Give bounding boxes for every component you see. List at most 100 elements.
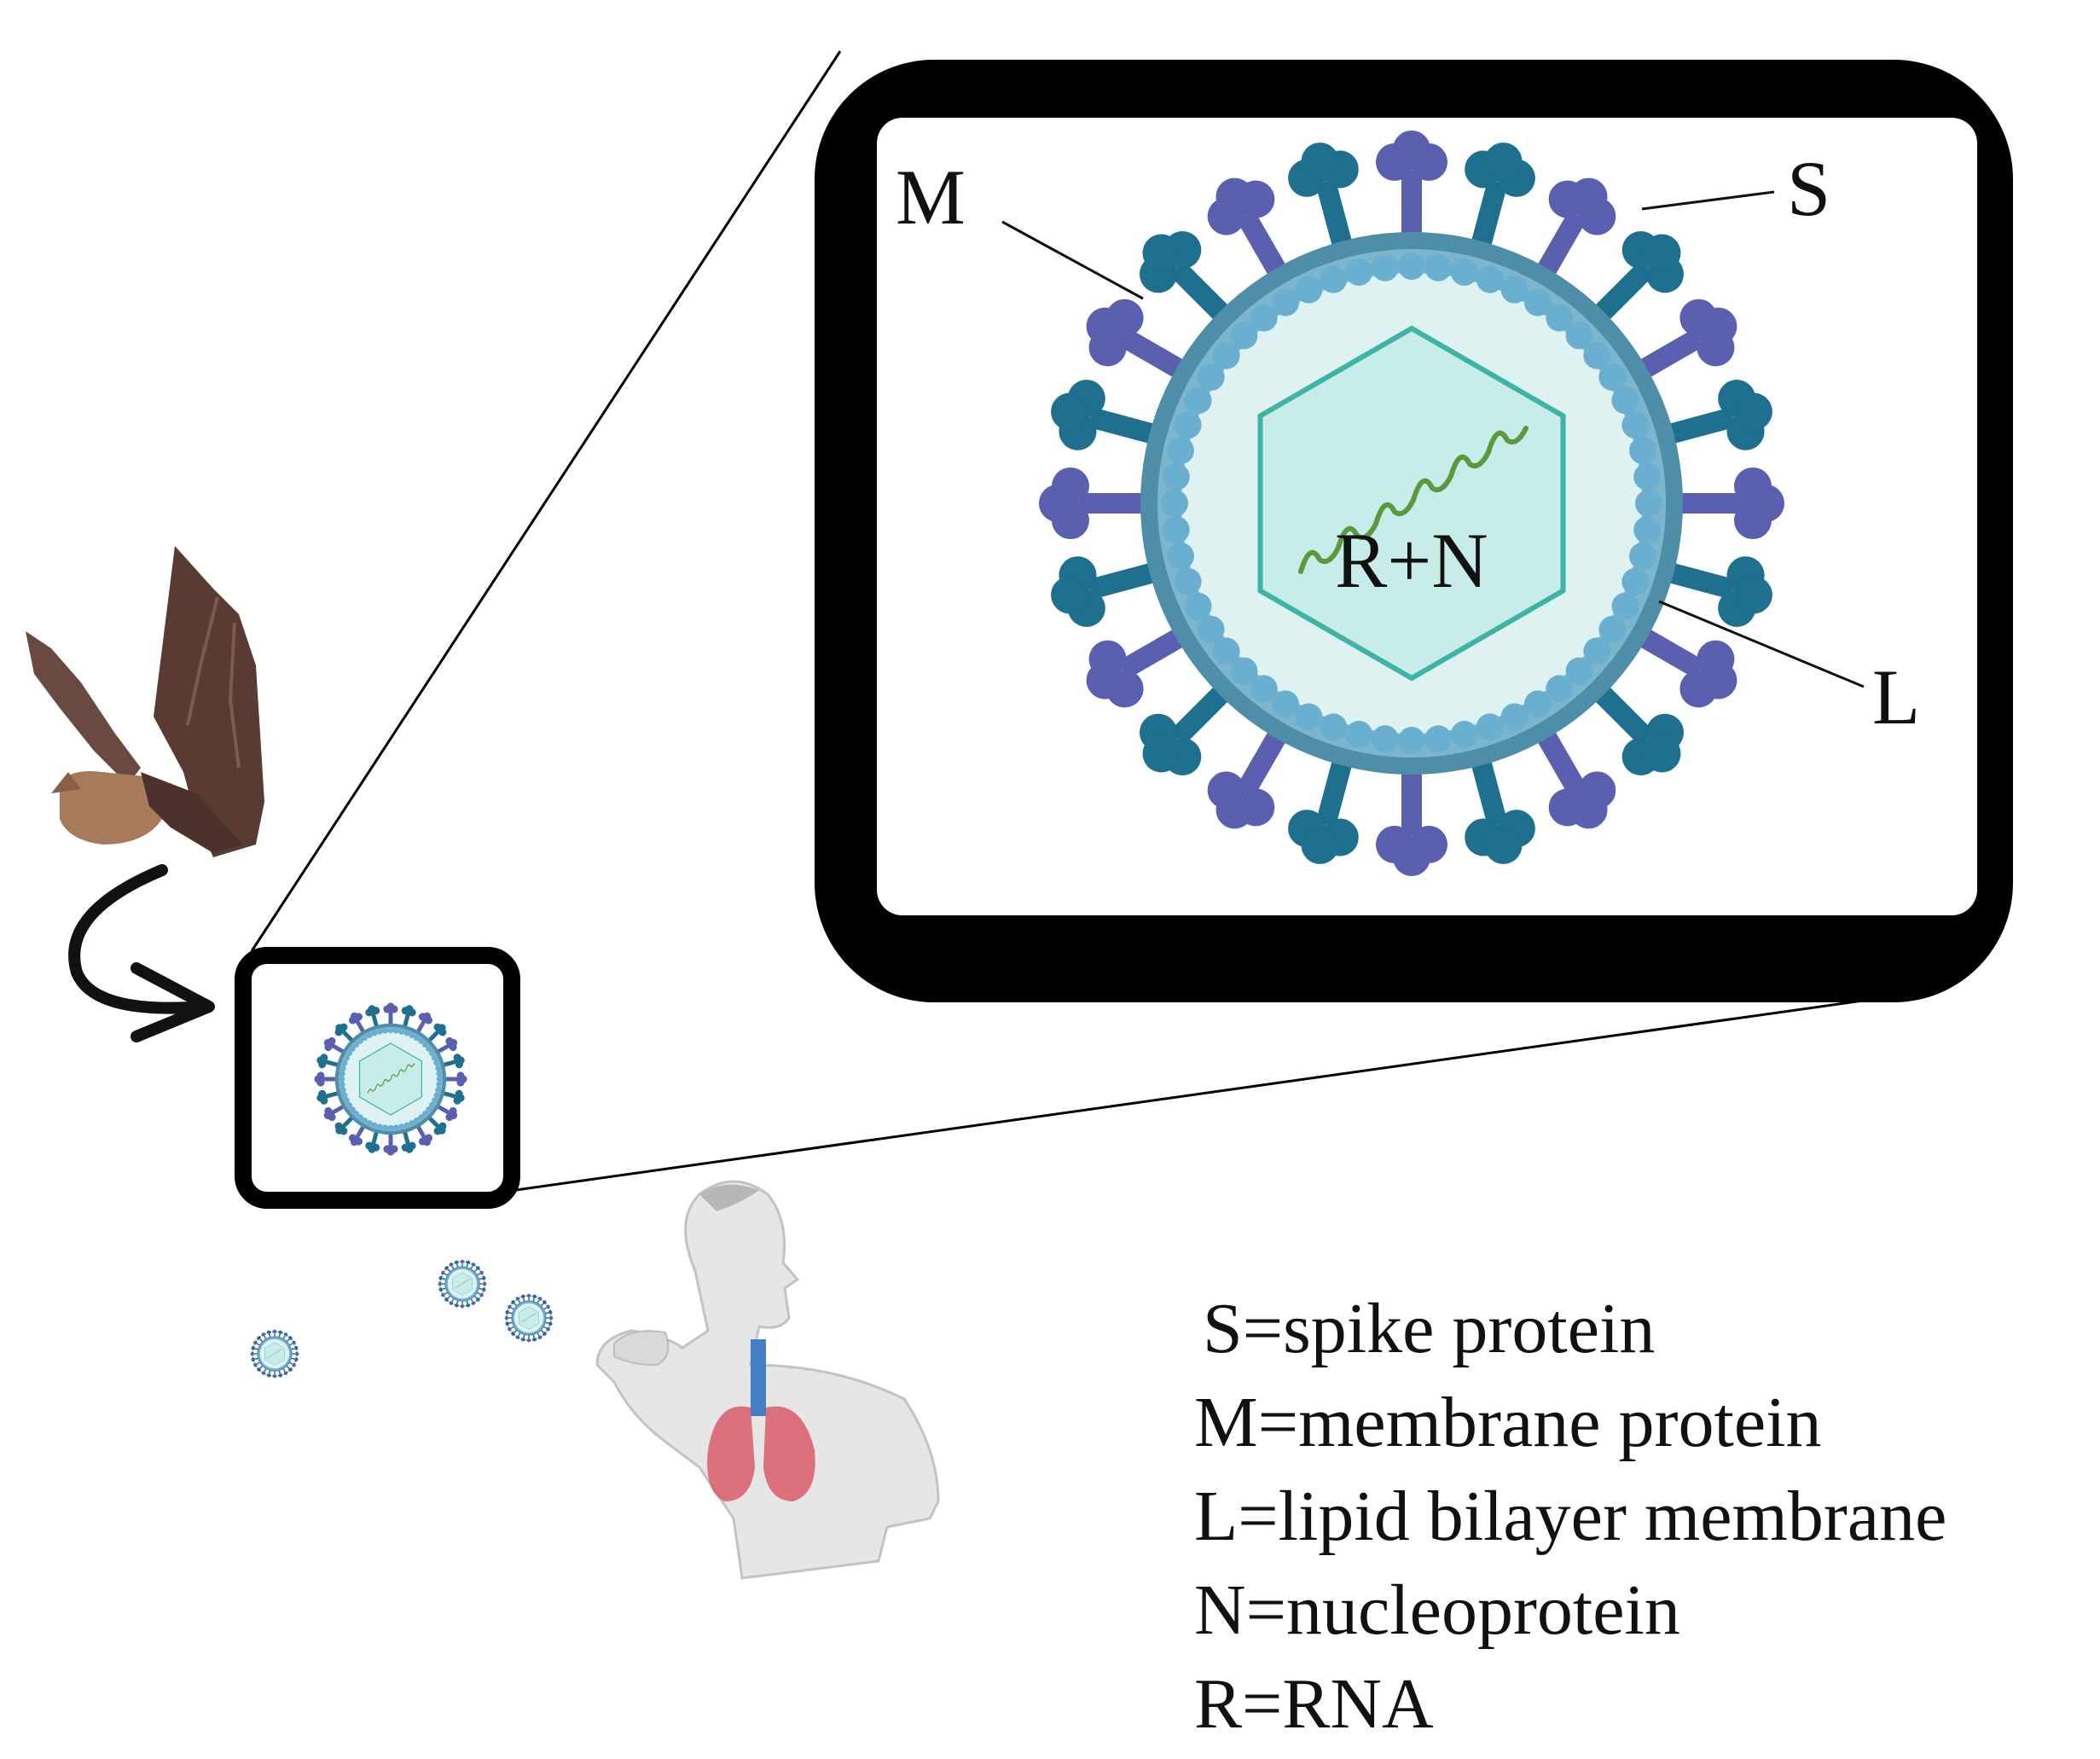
membrane-protein [444,1266,451,1273]
spike-protein [253,1340,260,1346]
membrane-protein [505,1309,513,1315]
spike-protein [1207,177,1286,277]
spike-protein [1638,299,1737,378]
membrane-protein [520,1294,525,1302]
spike-protein [261,1368,267,1375]
membrane-protein [334,1116,354,1135]
spike-protein [1376,768,1447,876]
spike-protein [438,1281,445,1286]
membrane-protein [278,1370,283,1378]
virus-icon [250,1329,299,1379]
lipid-bilayer [339,1027,443,1131]
spike-protein [477,1270,484,1276]
spike-protein [416,1125,433,1147]
membrane-protein [334,1023,354,1042]
membrane-protein [540,1300,547,1307]
spike-protein [515,1297,521,1303]
spike-protein [383,1133,398,1156]
spike-protein [526,1293,531,1301]
spike-protein [1376,131,1447,239]
membrane-protein [401,1005,416,1027]
membrane-protein [1465,142,1535,249]
spike-protein [272,1371,277,1379]
zoom-connector-lines [250,50,1882,1192]
membrane-protein [365,1131,380,1153]
spike-protein [1086,299,1186,378]
membrane-protein [1051,556,1157,627]
membrane-protein [427,1116,447,1135]
legend: S=spike protein M=membrane protein L=lip… [1194,1289,1946,1744]
legend-item: M=membrane protein [1194,1383,1822,1462]
spike-protein [479,1281,487,1286]
spike-protein [323,1036,345,1054]
spike-protein [437,1036,458,1054]
label-s: S [1787,145,1830,232]
spike-protein [515,1332,521,1339]
spike-protein [383,1002,398,1025]
lipid-bilayer [1161,253,1662,754]
spike-protein [504,1315,512,1321]
spike-protein [1537,177,1616,277]
spike-protein [1086,629,1186,708]
membrane-protein [444,1295,451,1302]
rna-strand [455,1279,470,1289]
membrane-protein [266,1370,271,1378]
membrane-protein [251,1357,258,1362]
spike-protein [546,1315,554,1321]
membrane-protein [1140,231,1229,321]
zoom-frame [815,60,2013,1002]
small-virus-frame [235,947,520,1209]
membrane-protein [286,1336,293,1343]
coughing-person-icon [595,1180,940,1580]
membrane-protein [540,1329,547,1336]
spike-protein [537,1297,542,1303]
spike-protein [526,1335,531,1343]
spike-protein [282,1332,288,1339]
membrane-protein [520,1334,525,1342]
membrane-protein [473,1295,480,1302]
lungs-icon [707,1339,815,1501]
spike-protein [1039,467,1147,539]
rna-strand [521,1313,537,1323]
spike-protein [1537,729,1616,829]
bat-icon [26,546,264,857]
membrane-protein [438,1275,446,1280]
spike-protein [543,1304,550,1310]
membrane-protein [1465,758,1535,864]
spike-protein [437,1105,458,1122]
membrane-protein [438,1287,446,1292]
membrane-protein [1140,686,1229,775]
membrane-protein [427,1023,447,1042]
spike-protein [416,1012,433,1033]
spike-protein [323,1105,345,1122]
membrane-protein [286,1365,293,1372]
spike-protein [314,1071,337,1087]
lipid-bilayer [258,1337,292,1371]
membrane-protein [473,1266,480,1273]
membrane-protein [266,1330,271,1338]
membrane-protein [479,1275,486,1280]
membrane-protein [466,1300,471,1308]
virus-icon [504,1293,554,1343]
legend-item: R=RNA [1194,1664,1434,1744]
membrane-protein [545,1321,553,1327]
membrane-protein [251,1345,258,1350]
membrane-protein [454,1300,459,1308]
membrane-protein [454,1260,459,1268]
spike-protein [477,1292,484,1297]
spike-protein [250,1351,258,1356]
membrane-protein [1288,758,1359,864]
spike-protein [449,1298,455,1305]
spike-protein [348,1012,365,1033]
membrane-protein [1288,142,1359,249]
spike-protein [289,1340,296,1346]
membrane-protein [316,1054,339,1069]
spike-protein [292,1351,299,1356]
legend-item: N=nucleoprotein [1194,1570,1680,1650]
membrane-protein [1051,380,1157,450]
membrane-protein [505,1321,513,1327]
legend-item: S=spike protein [1203,1289,1655,1368]
membrane-protein [278,1330,283,1338]
spike-protein [1676,467,1784,539]
